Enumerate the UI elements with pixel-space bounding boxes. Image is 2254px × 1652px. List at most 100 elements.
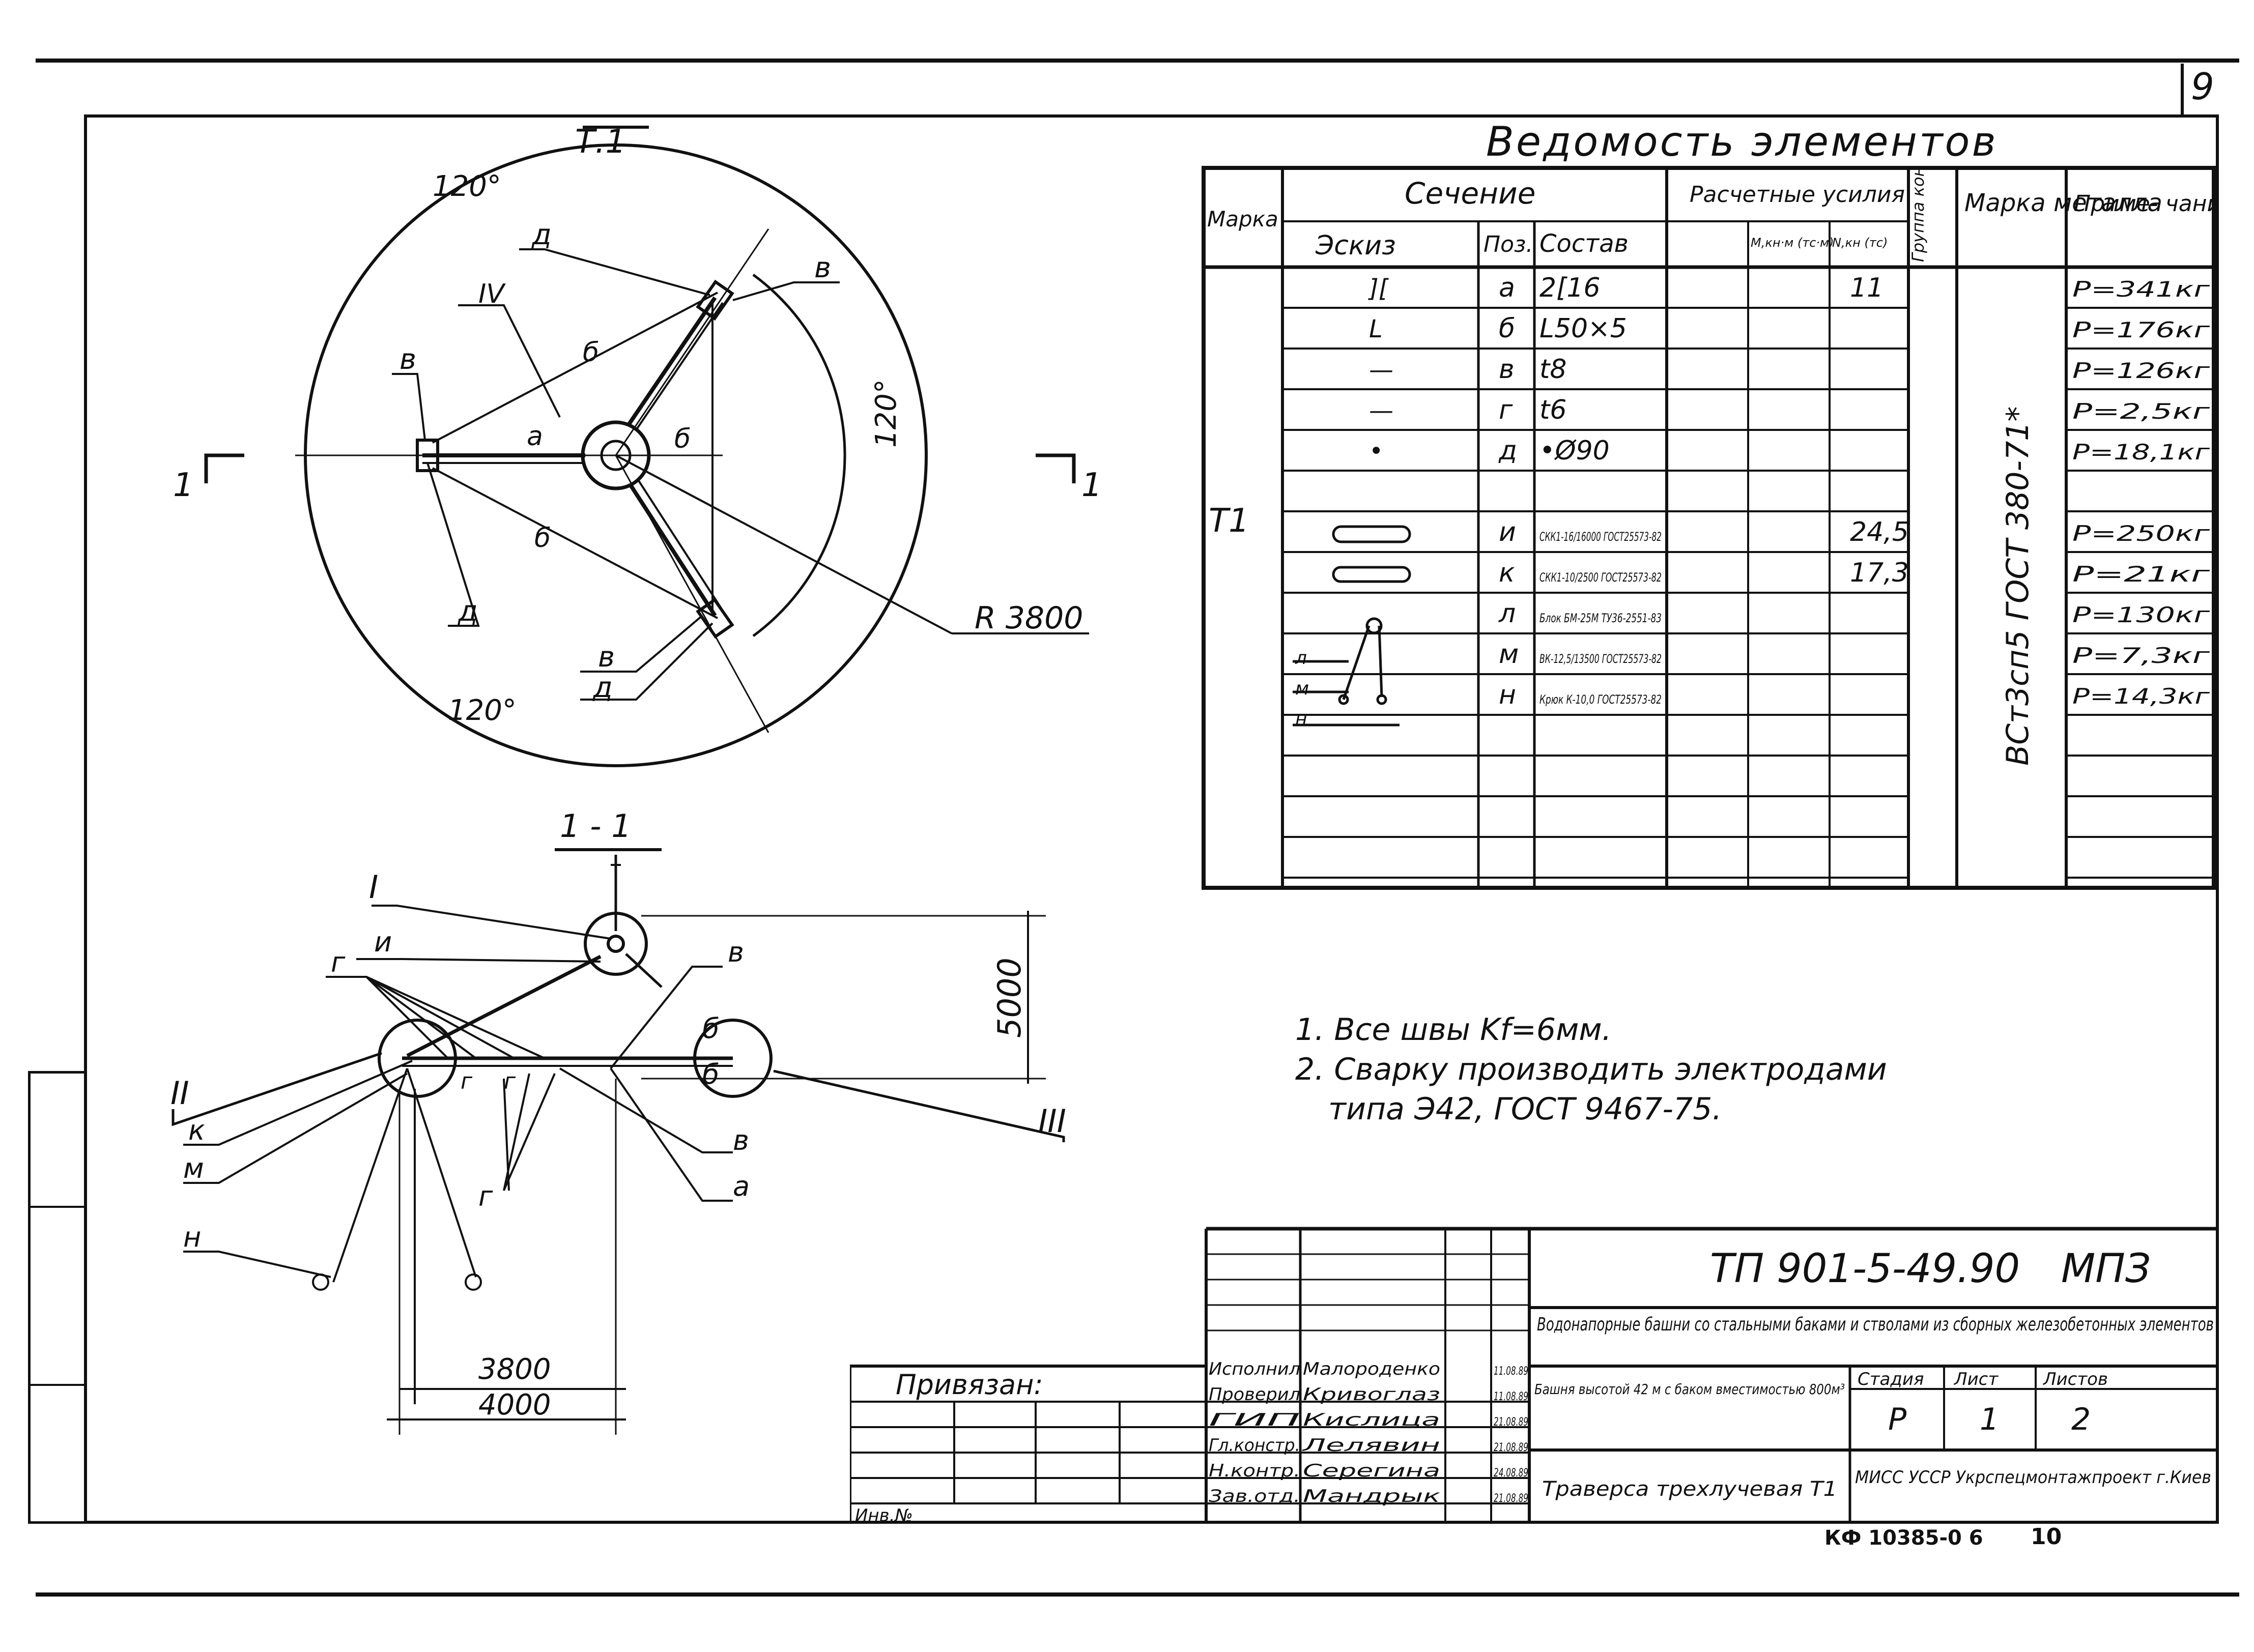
signer-date: 11.08.89 — [1494, 1365, 1528, 1378]
table-cell-sostav: L50×5 — [1539, 313, 1627, 344]
svg-text:д: д — [592, 671, 613, 704]
svg-text:б: б — [702, 1058, 719, 1090]
svg-text:и: и — [374, 926, 392, 958]
svg-text:Эскиз: Эскиз — [1315, 230, 1396, 261]
svg-text:в: в — [728, 936, 744, 968]
svg-text:Расчетные усилия: Расчетные усилия — [1690, 182, 1905, 208]
table-cell-sostav: СКК1-10/2500 ГОСТ25573-82 — [1539, 570, 1662, 585]
svg-text:м: м — [1295, 678, 1309, 699]
table-cell-sostav: Блок БМ-25М ТУ36-2551-83 — [1539, 611, 1662, 625]
note-1: 1. Все швы Kf=6мм. — [1295, 1012, 1612, 1048]
signer-role: Н.контр. — [1209, 1461, 1300, 1481]
svg-text:б: б — [534, 523, 551, 554]
table-cell-sostav: ВК-12,5/13500 ГОСТ25573-82 — [1539, 652, 1662, 666]
table-cell-poz: г — [1499, 395, 1513, 425]
svg-text:г: г — [461, 1068, 473, 1094]
svg-text:Стадия: Стадия — [1858, 1369, 1924, 1389]
table-cell-sketch: ][ — [1368, 274, 1389, 303]
table-cell-note: Р=176кг — [2072, 317, 2210, 342]
svg-text:б: б — [674, 424, 691, 454]
table-cell-sostav: t6 — [1539, 395, 1566, 425]
signer-role: Проверил — [1209, 1384, 1300, 1405]
signer-role: Исполнил — [1209, 1359, 1300, 1379]
section-roman-ii: II — [170, 1075, 189, 1112]
dim-4000: 4000 — [478, 1388, 551, 1422]
table-cell-poz: н — [1499, 680, 1516, 710]
table-cell-sketch: • — [1369, 437, 1383, 466]
signer-name: Серегина — [1303, 1461, 1440, 1481]
svg-text:Листов: Листов — [2042, 1369, 2108, 1389]
svg-text:б: б — [702, 1012, 719, 1045]
org-name: МИСС УССР Укрспецмонтажпроект г.Киев — [1855, 1467, 2211, 1488]
svg-text:Группа констр.: Группа констр. — [1908, 165, 1928, 262]
inv-label: Инв.№ — [855, 1505, 913, 1524]
table-cell-n: 11 — [1850, 273, 1884, 303]
dim-3800: 3800 — [478, 1353, 551, 1386]
stage-value: Р — [1888, 1402, 1907, 1437]
left-margin-divider-1 — [28, 1206, 84, 1208]
table-cell-n: 24,5 — [1850, 517, 1909, 547]
signer-date: 21.08.89 — [1494, 1492, 1528, 1505]
mark-t1: Т1 — [1209, 502, 1249, 540]
table-cell-sostav: 2[16 — [1539, 273, 1601, 303]
table-cell-poz: м — [1499, 639, 1519, 670]
dim-5000: 5000 — [991, 958, 1028, 1038]
svg-text:н: н — [1295, 709, 1307, 730]
svg-text:Приме- чание: Приме- чание — [2074, 191, 2216, 217]
signer-name: Лелявин — [1301, 1435, 1440, 1456]
signer-date: 24.08.89 — [1494, 1467, 1528, 1480]
bottom-page-rule — [36, 1592, 2239, 1597]
table-cell-sketch: — — [1369, 396, 1393, 425]
svg-text:Сечение: Сечение — [1405, 176, 1535, 211]
project-title: Водонапорные башни со стальными баками и… — [1537, 1314, 2214, 1335]
signer-role: Гл.констр. — [1209, 1435, 1300, 1456]
radius-label: R 3800 — [975, 600, 1083, 636]
elements-table: Марка Сечение Эскиз Поз. Состав Расчетны… — [1202, 165, 2216, 890]
top-page-rule — [36, 59, 2239, 63]
archive-code: КФ 10385-0 6 — [1824, 1526, 1983, 1550]
table-cell-note: Р=2,5кг — [2072, 399, 2210, 424]
svg-text:а: а — [527, 421, 543, 452]
signer-role: ГИП — [1209, 1410, 1300, 1430]
section-title: 1 - 1 — [560, 807, 632, 845]
table-cell-note: Р=18,1кг — [2072, 440, 2210, 465]
sheets-value: 2 — [2071, 1402, 2091, 1437]
svg-text:Марка: Марка — [1207, 207, 1278, 231]
table-cell-note: Р=14,3кг — [2072, 684, 2210, 709]
plan-view-t1: Т.1 120° 120° 120° R 3800 1 1 IV д в в а… — [173, 123, 1102, 767]
section-mark-left: 1 — [173, 467, 194, 504]
svg-text:М,кн·м (тс·м): М,кн·м (тс·м) — [1751, 236, 1834, 250]
privyazan-label: Привязан: — [896, 1369, 1043, 1401]
svg-text:н: н — [183, 1221, 201, 1253]
signer-name: Кислица — [1303, 1410, 1440, 1430]
svg-text:б: б — [583, 337, 599, 368]
drawing-name: Траверса трехлучевая Т1 — [1542, 1477, 1837, 1501]
table-cell-sostav: t8 — [1539, 354, 1566, 385]
table-cell-poz: и — [1499, 517, 1516, 547]
svg-text:N,кн (тс): N,кн (тс) — [1832, 236, 1888, 250]
table-cell-sketch: L — [1369, 315, 1383, 343]
signer-date: 21.08.89 — [1494, 1441, 1528, 1454]
svg-text:Поз.: Поз. — [1483, 231, 1533, 257]
table-title: Ведомость элементов — [1486, 118, 1998, 165]
svg-text:г: г — [331, 946, 346, 978]
page-number-box — [2181, 64, 2229, 114]
angle-label-2: 120° — [870, 379, 903, 448]
doc-code: ТП 901-5-49.90 — [1710, 1246, 2020, 1292]
angle-label-3: 120° — [448, 694, 517, 727]
roman-iv: IV — [478, 279, 506, 309]
svg-text:д: д — [458, 595, 478, 628]
signer-name: Мандрык — [1303, 1486, 1441, 1506]
table-cell-note: Р=7,3кг — [2072, 643, 2210, 668]
svg-text:Лист: Лист — [1953, 1369, 1999, 1389]
signer-name: Малороденко — [1303, 1359, 1440, 1379]
doc-section: МПЗ — [2061, 1246, 2151, 1292]
table-cell-n: 17,3 — [1850, 558, 1909, 588]
table-cell-note: Р=250кг — [2072, 521, 2210, 546]
section-mark-right: 1 — [1081, 467, 1102, 504]
table-cell-poz: б — [1499, 313, 1515, 344]
signer-date: 11.08.89 — [1494, 1390, 1528, 1403]
svg-text:в: в — [598, 641, 615, 674]
table-cell-poz: к — [1499, 558, 1515, 588]
section-roman-i: I — [369, 868, 378, 906]
